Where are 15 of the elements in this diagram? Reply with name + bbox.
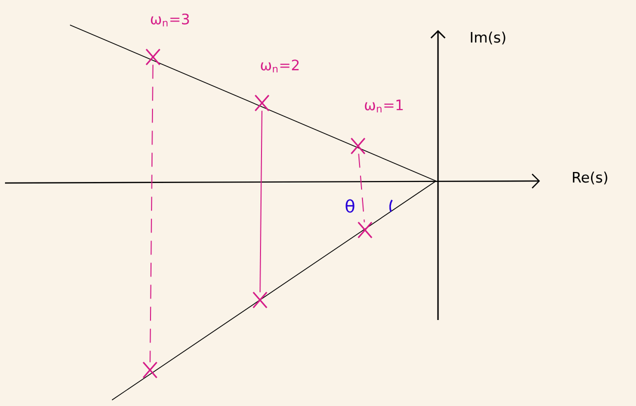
pole-mark bbox=[358, 222, 372, 238]
pole-mark bbox=[142, 361, 158, 378]
pole-mark bbox=[146, 48, 160, 66]
pole-mark bbox=[252, 291, 268, 308]
dashed-line bbox=[150, 64, 154, 363]
natural-frequency-label: ω$_{n}$=3 bbox=[150, 14, 189, 26]
pole-mark bbox=[254, 94, 270, 112]
natural-frequency-label: ω$_{n}$=1 bbox=[364, 100, 403, 112]
pole-mark bbox=[350, 138, 366, 154]
axis-label: Re(s) bbox=[572, 172, 608, 184]
natural-frequency-label: ω$_{n}$=2 bbox=[260, 60, 299, 72]
vertical-line bbox=[260, 110, 262, 293]
axis-label: Im(s) bbox=[470, 32, 506, 44]
angle-label: θ bbox=[346, 199, 354, 213]
dashed-line bbox=[358, 153, 365, 223]
